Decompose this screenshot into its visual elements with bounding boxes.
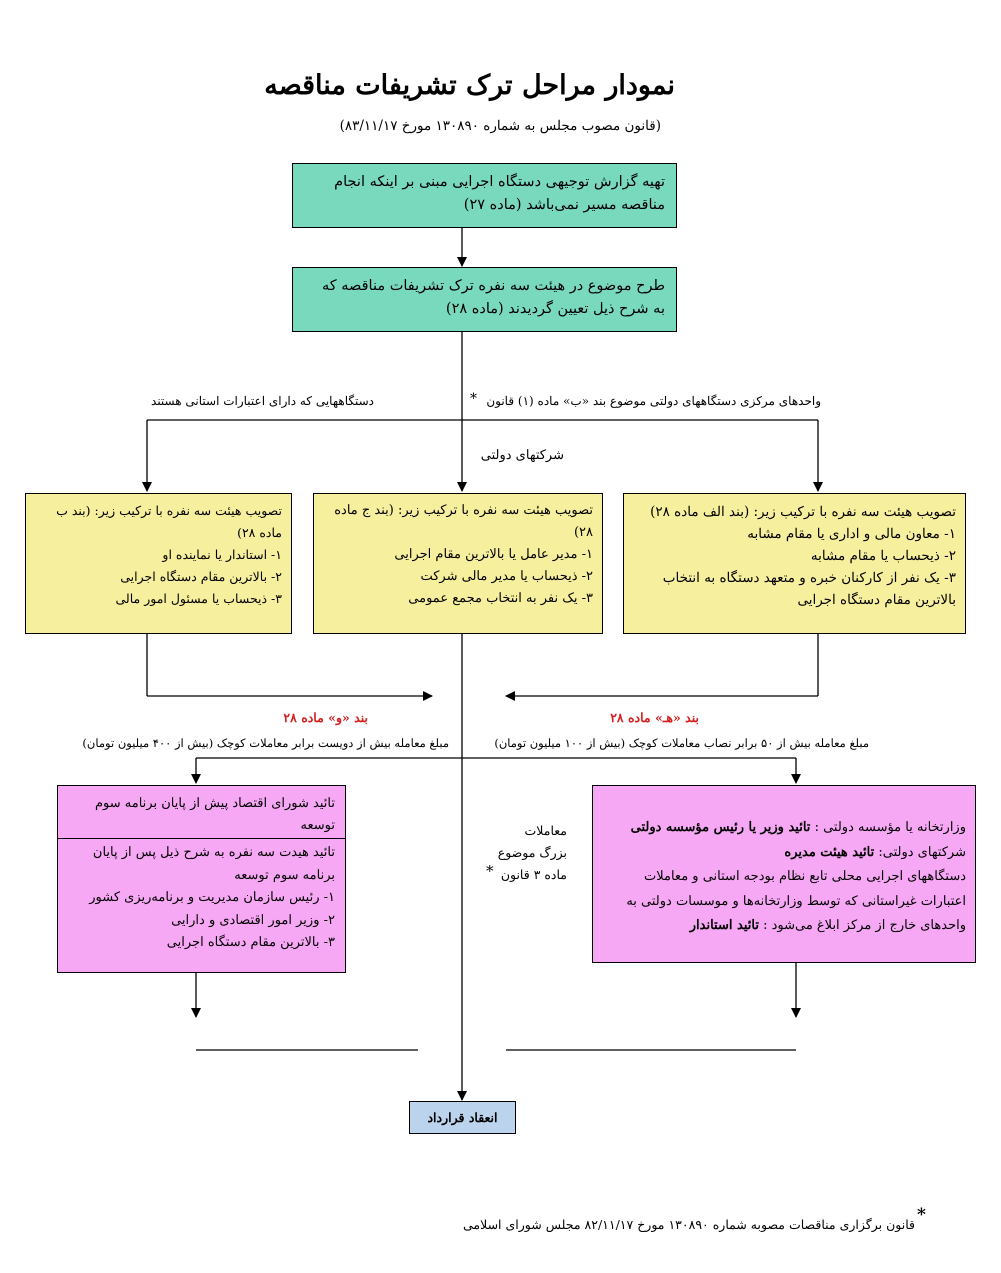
page-subtitle: (قانون مصوب مجلس به شماره ۱۳۰۸۹۰ مورخ ۸۳… bbox=[339, 118, 661, 134]
committee-be-heading: تصویب هیئت سه نفره با ترکیب زیر: (بند ب bbox=[56, 503, 282, 518]
local-agencies-line: دستگاههای اجرایی محلی تابع نظام بودجه اس… bbox=[644, 869, 966, 884]
branch-label-central-units: واحدهای مرکزی دستگاههای دولتی موضوع بند … bbox=[486, 394, 821, 408]
economic-council-line: توسعه bbox=[300, 818, 335, 833]
page-title: نمودار مراحل ترک تشریفات مناقصه bbox=[264, 70, 675, 101]
step-committee-line-1: طرح موضوع در هیئت سه نفره ترک تشریفات من… bbox=[321, 278, 665, 294]
clause-vav-label: بند «و» ماده ۲۸ bbox=[283, 710, 368, 725]
branch-label-provincial: دستگاههایی که دارای اعتبارات استانی هستن… bbox=[151, 394, 374, 408]
big-deals-line: ماده ۳ قانون bbox=[500, 867, 567, 882]
committee-jim-heading: تصویب هیئت سه نفره با ترکیب زیر: (بند ج … bbox=[334, 503, 593, 518]
step-report-box: تهیه گزارش توجیهی دستگاه اجرایی مبنی بر … bbox=[292, 163, 677, 228]
committee-be-heading: ماده ۲۸) bbox=[237, 525, 282, 540]
amount-label-right: مبلغ معامله بیش از ۵۰ برابر نصاب معاملات… bbox=[494, 736, 869, 750]
committee-jim-item: ۳- یک نفر به انتخاب مجمع عمومی bbox=[408, 591, 593, 606]
big-deals-star: * bbox=[486, 862, 494, 880]
committee-alef-heading: تصویب هیئت سه نفره با ترکیب زیر: (بند ال… bbox=[650, 504, 956, 520]
contract-conclusion-box: انعقاد قرارداد bbox=[409, 1101, 516, 1134]
amount-label-left: مبلغ معامله بیش از دویست برابر معاملات ک… bbox=[82, 736, 449, 750]
committee-jim-item: ۲- ذیحساب یا مدیر مالی شرکت bbox=[420, 569, 593, 584]
economic-council-line: تائید شورای اقتصاد پیش از پایان برنامه س… bbox=[95, 796, 335, 811]
contract-conclusion-label: انعقاد قرارداد bbox=[427, 1110, 498, 1125]
committee-clause-jim: تصویب هیئت سه نفره با ترکیب زیر: (بند ج … bbox=[313, 493, 603, 634]
step-committee-box: طرح موضوع در هیئت سه نفره ترک تشریفات من… bbox=[292, 267, 677, 332]
footnote-star: * bbox=[917, 1205, 926, 1225]
committee-be-item: ۱- استاندار یا نماینده او bbox=[162, 547, 282, 562]
approval-economic-council: تائید شورای اقتصاد پیش از پایان برنامه س… bbox=[58, 786, 345, 839]
approval-large-deals-box: تائید شورای اقتصاد پیش از پایان برنامه س… bbox=[57, 785, 346, 973]
committee-alef-item: بالاترین مقام دستگاه اجرایی bbox=[797, 592, 956, 608]
board-line: ۱- رئیس سازمان مدیریت و برنامه‌ریزی کشور bbox=[89, 890, 335, 905]
step-report-line-1: تهیه گزارش توجیهی دستگاه اجرایی مبنی بر … bbox=[334, 174, 665, 190]
big-deals-label: معاملات بزرگ موضوع ماده ۳ قانون bbox=[498, 820, 567, 886]
board-line: ۲- وزیر امور اقتصادی و دارایی bbox=[171, 912, 335, 928]
footnote-text: قانون برگزاری مناقصات مصوبه شماره ۱۳۰۸۹۰… bbox=[463, 1217, 915, 1232]
committee-clause-be: تصویب هیئت سه نفره با ترکیب زیر: (بند ب … bbox=[25, 493, 292, 634]
company-approval-line: شرکتهای دولتی: تائید هیئت مدیره bbox=[784, 844, 966, 860]
committee-be-item: ۳- ذیحساب یا مسئول امور مالی bbox=[115, 591, 283, 606]
committee-clause-alef: تصویب هیئت سه نفره با ترکیب زیر: (بند ال… bbox=[623, 493, 966, 634]
big-deals-line: بزرگ موضوع bbox=[497, 845, 567, 860]
board-line: برنامه سوم توسعه bbox=[234, 867, 335, 883]
committee-jim-heading: ۲۸) bbox=[573, 525, 593, 540]
board-line: ۳- بالاترین مقام دستگاه اجرایی bbox=[166, 935, 335, 950]
committee-jim-item: ۱- مدیر عامل یا بالاترین مقام اجرایی bbox=[394, 547, 593, 562]
board-line: تائید هیدت سه نفره به شرح ذیل پس از پایا… bbox=[92, 845, 335, 860]
committee-alef-item: ۱- معاون مالی و اداری یا مقام مشابه bbox=[747, 526, 956, 542]
ministry-approval-line: وزارتخانه یا مؤسسه دولتی : تائید وزیر یا… bbox=[630, 820, 966, 835]
approval-three-member-board: تائید هیدت سه نفره به شرح ذیل پس از پایا… bbox=[58, 839, 345, 955]
governor-approval-line: واحدهای خارج از مرکز ابلاغ می‌شود : تائی… bbox=[689, 918, 966, 933]
step-committee-line-2: به شرح ذیل تعیین گردیدند (ماده ۲۸) bbox=[445, 301, 665, 317]
clause-he-label: بند «هـ» ماده ۲۸ bbox=[610, 710, 699, 725]
big-deals-line: معاملات bbox=[524, 823, 567, 838]
approval-medium-deals-box: وزارتخانه یا مؤسسه دولتی : تائید وزیر یا… bbox=[592, 785, 976, 963]
committee-alef-item: ۲- ذیحساب یا مقام مشابه bbox=[810, 548, 956, 564]
branch-star: * bbox=[470, 391, 477, 407]
committee-be-item: ۲- بالاترین مقام دستگاه اجرایی bbox=[120, 569, 282, 584]
local-agencies-line: اعتبارات غیراستانی که توسط وزارتخانه‌ها … bbox=[626, 893, 966, 909]
branch-label-state-companies: شرکتهای دولتی bbox=[480, 448, 564, 463]
step-report-line-2: مناقصه مسیر نمی‌باشد (ماده ۲۷) bbox=[463, 197, 665, 213]
committee-alef-item: ۳- یک نفر از کارکنان خبره و متعهد دستگاه… bbox=[662, 570, 956, 586]
